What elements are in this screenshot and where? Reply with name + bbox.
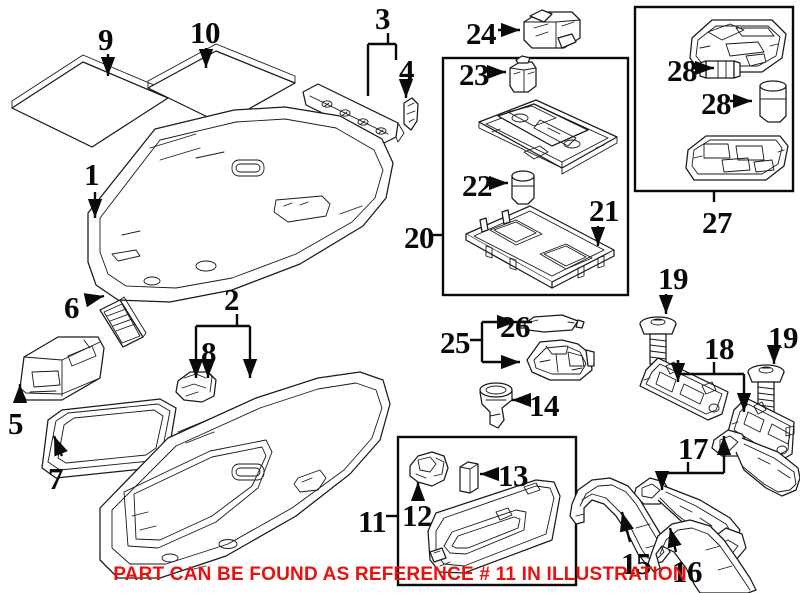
callout-20: 20 bbox=[404, 220, 435, 255]
group-box-overhead-console bbox=[441, 56, 630, 297]
callout-28: 28 bbox=[667, 53, 698, 88]
front-headliner-panel-art bbox=[87, 106, 394, 303]
reference-watermark: PART CAN BE FOUND AS REFERENCE # 11 IN I… bbox=[113, 564, 687, 585]
callout-17: 17 bbox=[678, 431, 709, 466]
callout-10: 10 bbox=[190, 15, 221, 50]
roof-insulation-pad-rear-art bbox=[147, 43, 296, 125]
dome-lamp-bulb-wedge-art bbox=[759, 80, 787, 123]
callout-2: 2 bbox=[224, 282, 240, 317]
callout-8: 8 bbox=[201, 335, 217, 370]
rear-headliner-panel-art bbox=[99, 371, 391, 579]
callout-19: 19 bbox=[658, 261, 689, 296]
lamp-bulb-socket-art bbox=[509, 55, 537, 93]
map-lamp-bulb-art bbox=[511, 170, 535, 205]
assist-grip-mounting-screw-right-art bbox=[747, 364, 785, 413]
dome-lamp-bulb-festoon-art bbox=[699, 60, 741, 79]
leader-2-bracket bbox=[194, 314, 250, 360]
leader-15 bbox=[619, 511, 634, 543]
callout-4: 4 bbox=[399, 53, 415, 88]
sun-visor-end-cap-art bbox=[459, 461, 479, 494]
callout-12: 12 bbox=[402, 498, 433, 533]
roof-trim-clip-art bbox=[403, 97, 419, 131]
callout-25: 25 bbox=[440, 325, 471, 360]
antenna-grommet-art bbox=[479, 382, 513, 429]
callout-5: 5 bbox=[8, 406, 24, 441]
callout-11: 11 bbox=[358, 504, 387, 539]
callout-13: 13 bbox=[498, 458, 529, 493]
callout-6: 6 bbox=[64, 290, 80, 325]
callout-1: 1 bbox=[84, 157, 100, 192]
sun-visor-assembly-art bbox=[427, 479, 561, 574]
rear-reading-lamp-art bbox=[526, 339, 595, 381]
callout-28b: 28 bbox=[701, 86, 732, 121]
callout-24: 24 bbox=[466, 16, 497, 51]
roof-insulation-pad-front-art bbox=[11, 54, 169, 148]
callout-22: 22 bbox=[462, 168, 493, 203]
callout-23: 23 bbox=[459, 57, 490, 92]
rear-roof-trim-rail-art bbox=[302, 83, 405, 144]
callout-15: 15 bbox=[621, 546, 652, 581]
callout-9: 9 bbox=[98, 22, 114, 57]
callout-14: 14 bbox=[529, 388, 560, 423]
callout-18: 18 bbox=[704, 331, 735, 366]
overhead-storage-console-art bbox=[19, 336, 105, 401]
callout-27: 27 bbox=[702, 205, 733, 240]
overhead-console-body-art bbox=[478, 99, 618, 175]
leader-6 bbox=[83, 293, 105, 308]
wiring-harness-connector-art bbox=[523, 9, 581, 49]
callout-3: 3 bbox=[375, 1, 391, 36]
dome-lamp-assembly-art bbox=[689, 19, 787, 73]
leader-16 bbox=[667, 527, 682, 553]
assist-grip-mounting-rail-left-art bbox=[639, 357, 729, 421]
callout-26: 26 bbox=[500, 309, 531, 344]
callout-21: 21 bbox=[589, 193, 620, 228]
dome-lamp-lens-art bbox=[685, 135, 789, 181]
overhead-console-lens-art bbox=[465, 205, 615, 289]
callout-7: 7 bbox=[48, 461, 64, 496]
assist-grip-mounting-screw-left-art bbox=[639, 316, 677, 365]
roof-vent-grille-art bbox=[99, 296, 147, 348]
callout-16: 16 bbox=[672, 554, 703, 589]
leader-7 bbox=[52, 435, 68, 457]
sun-visor-retainer-clip-art bbox=[409, 451, 449, 487]
callout-19b: 19 bbox=[768, 320, 799, 355]
leader-3-bracket bbox=[366, 33, 396, 96]
